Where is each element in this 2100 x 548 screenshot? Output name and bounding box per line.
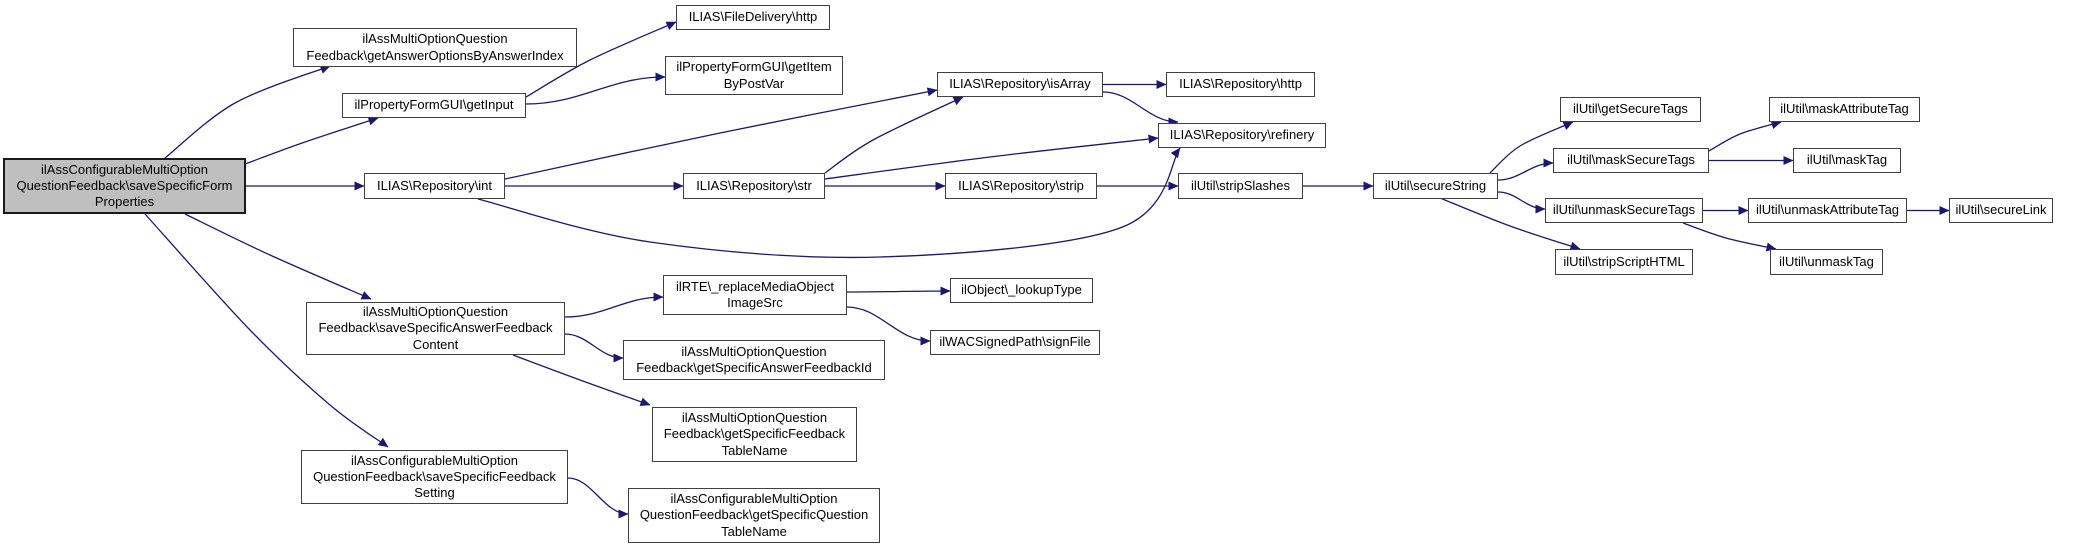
edge-root-to-content <box>184 213 372 300</box>
node-label-line: ilAssMultiOptionQuestion <box>681 343 827 359</box>
node-label-line: ilAssConfigurableMultiOption <box>670 491 838 507</box>
node-maskTag[interactable]: ilUtil\maskTag <box>1793 148 1901 173</box>
node-label-line: ilWACSignedPath\signFile <box>939 334 1091 350</box>
node-label-line: ilUtil\maskAttributeTag <box>1780 101 1909 117</box>
node-label-line: ilAssConfigurableMultiOption <box>351 452 518 468</box>
node-unmaskTag[interactable]: ilUtil\unmaskTag <box>1770 249 1883 275</box>
node-label-line: ilPropertyFormGUI\getItem <box>676 59 832 75</box>
edge-secureString-to-unmaskSecureTags <box>1497 191 1546 214</box>
node-repoHttp[interactable]: ILIAS\Repository\http <box>1166 72 1315 97</box>
node-label-line: ilAssMultiOptionQuestion <box>362 304 509 320</box>
node-label-line: TableName <box>721 523 787 539</box>
node-label-line: ilUtil\maskSecureTags <box>1567 152 1695 168</box>
edge-int-to-isArray <box>504 87 938 180</box>
edge-unmaskSecureTags-to-unmaskTag <box>1682 222 1777 252</box>
edge-secureString-to-stripScriptHTML <box>1439 197 1581 251</box>
node-maskAttributeTag[interactable]: ilUtil\maskAttributeTag <box>1769 97 1920 122</box>
edge-maskSecureTags-to-maskAttributeTag <box>1708 120 1782 152</box>
node-int[interactable]: ILIAS\Repository\int <box>364 173 505 199</box>
node-label-line: ILIAS\Repository\int <box>377 177 492 193</box>
node-label-line: ByPostVar <box>723 75 785 91</box>
node-getSecureTags[interactable]: ilUtil\getSecureTags <box>1560 97 1701 122</box>
node-label-line: Setting <box>414 485 455 501</box>
node-label-line: ilPropertyFormGUI\getInput <box>354 97 514 113</box>
edge-int-to-refinery <box>477 147 1181 259</box>
edge-content-to-ilRTE <box>564 292 664 318</box>
node-label-line: TableName <box>721 442 788 458</box>
node-label-line: ilUtil\secureLink <box>1955 202 2047 218</box>
node-unmaskAttributeTag[interactable]: ilUtil\unmaskAttributeTag <box>1748 198 1907 223</box>
node-label-line: ILIAS\Repository\str <box>696 177 812 193</box>
node-label-line: Properties <box>94 194 155 210</box>
node-secureLink[interactable]: ilUtil\secureLink <box>1949 198 2053 223</box>
edge-root-to-setting <box>144 213 389 448</box>
edge-content-to-feedbackTableName <box>512 354 651 407</box>
node-stripSlashes[interactable]: ilUtil\stripSlashes <box>1178 173 1303 199</box>
edge-getInput-to-fileHttp <box>525 21 677 98</box>
node-fileHttp[interactable]: ILIAS\FileDelivery\http <box>676 5 830 30</box>
node-label-line: ilUtil\stripScriptHTML <box>1563 253 1685 269</box>
node-label-line: ilRTE\_replaceMediaObject <box>676 278 834 294</box>
node-maskSecureTags[interactable]: ilUtil\maskSecureTags <box>1553 148 1709 173</box>
node-label-line: ILIAS\Repository\strip <box>958 177 1084 193</box>
node-refinery[interactable]: ILIAS\Repository\refinery <box>1158 123 1326 148</box>
node-label-line: ilAssMultiOptionQuestion <box>681 410 828 426</box>
node-label-line: ilUtil\unmaskSecureTags <box>1552 202 1696 218</box>
node-label-line: ilAssConfigurableMultiOption <box>41 161 208 177</box>
node-label-line: Content <box>412 336 459 352</box>
node-label-line: Feedback\getSpecificAnswerFeedbackId <box>636 360 872 375</box>
node-lookupType[interactable]: ilObject\_lookupType <box>950 278 1093 303</box>
node-label-line: QuestionFeedback\getSpecificQuestion <box>639 507 869 523</box>
node-strip[interactable]: ILIAS\Repository\strip <box>945 173 1097 199</box>
node-label-line: ilUtil\getSecureTags <box>1573 101 1688 117</box>
node-label-line: ILIAS\Repository\refinery <box>1169 127 1315 143</box>
edge-str-to-isArray <box>824 96 964 174</box>
edge-getInput-to-getItemByPostVar <box>525 72 666 105</box>
edge-root-to-getInput <box>244 116 379 165</box>
edge-secureString-to-getSecureTags <box>1489 121 1574 174</box>
node-label-line: ImageSrc <box>727 295 783 310</box>
node-label-line: ilUtil\unmaskTag <box>1779 253 1874 269</box>
node-label-line: ilUtil\stripSlashes <box>1191 177 1290 193</box>
node-label-line: QuestionFeedback\saveSpecificFeedback <box>313 468 556 484</box>
node-label-line: ilUtil\unmaskAttributeTag <box>1755 202 1900 218</box>
edge-secureString-to-maskSecureTags <box>1497 158 1554 181</box>
node-isArray[interactable]: ILIAS\Repository\isArray <box>937 72 1103 97</box>
node-secureString[interactable]: ilUtil\secureString <box>1373 173 1498 199</box>
edge-isArray-to-refinery <box>1102 91 1179 127</box>
node-getInput[interactable]: ilPropertyFormGUI\getInput <box>342 93 526 118</box>
node-unmaskSecureTags[interactable]: ilUtil\unmaskSecureTags <box>1545 198 1703 223</box>
node-label-line: ILIAS\FileDelivery\http <box>688 9 818 25</box>
node-label-line: ilObject\_lookupType <box>961 282 1082 298</box>
node-stripScriptHTML[interactable]: ilUtil\stripScriptHTML <box>1555 249 1693 275</box>
node-label-line: ilUtil\maskTag <box>1806 152 1888 168</box>
node-label-line: Feedback\getSpecificFeedback <box>663 426 846 442</box>
node-signFile[interactable]: ilWACSignedPath\signFile <box>930 330 1100 355</box>
node-label-line: ilUtil\secureString <box>1384 177 1487 193</box>
node-label-line: ILIAS\Repository\isArray <box>949 76 1091 92</box>
node-str[interactable]: ILIAS\Repository\str <box>683 173 825 199</box>
node-label-line: QuestionFeedback\saveSpecificForm <box>16 177 233 193</box>
edge-content-to-feedbackId <box>564 333 624 363</box>
edge-ilRTE-to-lookupType <box>846 286 951 296</box>
edge-ilRTE-to-signFile <box>846 306 931 346</box>
node-label-line: ilAssMultiOptionQuestion <box>362 31 508 47</box>
node-label-line: Feedback\saveSpecificAnswerFeedback <box>318 320 553 336</box>
edge-root-to-getAnswerOptions <box>164 65 331 159</box>
node-label-line: ILIAS\Repository\http <box>1179 76 1302 92</box>
edge-str-to-refinery <box>824 134 1159 180</box>
edge-setting-to-questionTableName <box>567 477 629 519</box>
node-label-line: Feedback\getAnswerOptionsByAnswerIndex <box>306 47 564 63</box>
